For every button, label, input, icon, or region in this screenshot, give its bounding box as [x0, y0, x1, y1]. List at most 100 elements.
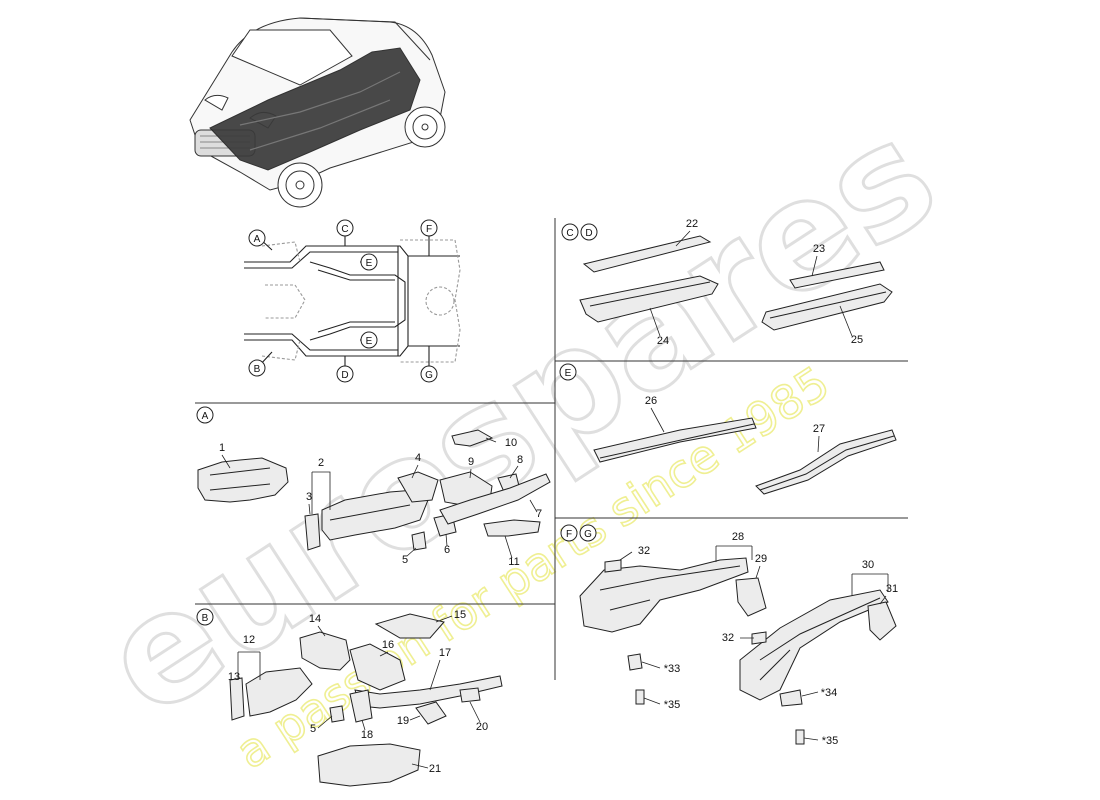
callout-25: 25 — [851, 334, 863, 346]
marker-G-bottom: G — [420, 365, 438, 383]
part-28 — [579, 557, 749, 633]
part-5a — [411, 531, 427, 551]
section-marker-G: G — [579, 524, 597, 542]
section-CD-leaders — [649, 230, 853, 337]
overview-markers: A C F E E B D G — [248, 219, 438, 383]
section-B-leaders — [237, 615, 481, 769]
section-marker-B: B — [196, 608, 214, 626]
car-illustration — [189, 17, 446, 208]
marker-A-top: A — [248, 229, 266, 247]
section-E-callouts: 26 27 — [645, 395, 825, 435]
callout-3: 3 — [306, 491, 312, 503]
svg-text:E: E — [565, 368, 572, 379]
callout-35a: *35 — [664, 699, 681, 711]
callout-22: 22 — [686, 218, 698, 230]
callout-20: 20 — [476, 721, 488, 733]
part-10 — [451, 429, 494, 447]
callout-13: 13 — [228, 671, 240, 683]
part-32a — [604, 559, 622, 573]
callout-9: 9 — [468, 456, 474, 468]
part-31 — [867, 601, 897, 641]
section-A-parts — [197, 429, 551, 551]
section-A-callouts: 1 2 3 4 5 6 7 8 9 10 11 — [219, 437, 542, 568]
callout-23: 23 — [813, 243, 825, 255]
callout-26: 26 — [645, 395, 657, 407]
callout-34: *34 — [821, 687, 838, 699]
section-FG-parts — [579, 557, 897, 745]
part-35a — [635, 689, 645, 705]
marker-D-bottom: D — [336, 365, 354, 383]
callout-17: 17 — [439, 647, 451, 659]
section-B-callouts: 12 13 14 15 16 17 5 18 19 20 21 — [228, 609, 488, 775]
watermark: eurospares a passion for parts since 198… — [73, 86, 966, 780]
svg-text:C: C — [566, 228, 573, 239]
callout-5a: 5 — [402, 554, 408, 566]
callout-24: 24 — [657, 335, 669, 347]
part-26 — [593, 417, 757, 463]
callout-27: 27 — [813, 423, 825, 435]
callout-30: 30 — [862, 559, 874, 571]
part-11 — [483, 519, 541, 537]
svg-text:D: D — [341, 370, 348, 381]
marker-B-bottom: B — [248, 359, 266, 377]
part-18 — [349, 689, 373, 723]
svg-text:A: A — [202, 411, 209, 422]
callout-16: 16 — [382, 639, 394, 651]
part-20 — [459, 687, 481, 703]
section-marker-E: E — [559, 363, 577, 381]
svg-text:F: F — [566, 529, 572, 540]
callout-35b: *35 — [822, 735, 839, 747]
part-25 — [761, 283, 893, 331]
part-33 — [627, 653, 643, 671]
part-2 — [321, 489, 429, 541]
callout-21: 21 — [429, 763, 441, 775]
part-30 — [739, 589, 889, 701]
section-CD-callouts: 22 24 23 25 — [657, 218, 863, 347]
callout-19: 19 — [397, 715, 409, 727]
callout-14: 14 — [309, 613, 321, 625]
section-markers: A B C D E F G — [196, 223, 598, 626]
part-16 — [349, 643, 406, 691]
callout-12: 12 — [243, 634, 255, 646]
callout-18: 18 — [361, 729, 373, 741]
svg-text:D: D — [585, 228, 592, 239]
callout-32a: 32 — [638, 545, 650, 557]
callout-4: 4 — [415, 452, 421, 464]
svg-text:B: B — [202, 613, 209, 624]
section-marker-F: F — [560, 524, 578, 542]
section-FG-leaders — [619, 545, 889, 741]
callout-6: 6 — [444, 544, 450, 556]
section-CD-parts — [579, 235, 893, 331]
callout-7: 7 — [536, 508, 542, 520]
part-17 — [354, 675, 503, 709]
svg-text:C: C — [341, 224, 348, 235]
callout-28: 28 — [732, 531, 744, 543]
part-13 — [229, 677, 245, 721]
part-5b — [329, 705, 345, 723]
callout-8: 8 — [517, 454, 523, 466]
section-FG-callouts: 32 28 29 30 31 32 *33 *35 *34 *35 — [638, 531, 898, 747]
callout-1: 1 — [219, 442, 225, 454]
part-21 — [317, 743, 421, 787]
callout-11: 11 — [508, 556, 519, 568]
svg-text:G: G — [584, 529, 592, 540]
part-23 — [789, 261, 885, 289]
callout-10: 10 — [505, 437, 517, 449]
svg-text:E: E — [366, 258, 373, 269]
part-29 — [735, 577, 767, 617]
section-marker-A: A — [196, 406, 214, 424]
svg-text:G: G — [425, 370, 433, 381]
part-19 — [415, 701, 447, 725]
part-35b — [795, 729, 805, 745]
section-E-parts — [593, 417, 897, 495]
floor-plan-overview — [244, 234, 461, 367]
svg-text:F: F — [426, 224, 432, 235]
callout-15: 15 — [454, 609, 466, 621]
section-marker-C: C — [561, 223, 579, 241]
marker-C-top: C — [336, 219, 354, 237]
part-12 — [245, 667, 313, 717]
section-E-leaders — [650, 407, 820, 453]
part-15 — [374, 613, 445, 639]
